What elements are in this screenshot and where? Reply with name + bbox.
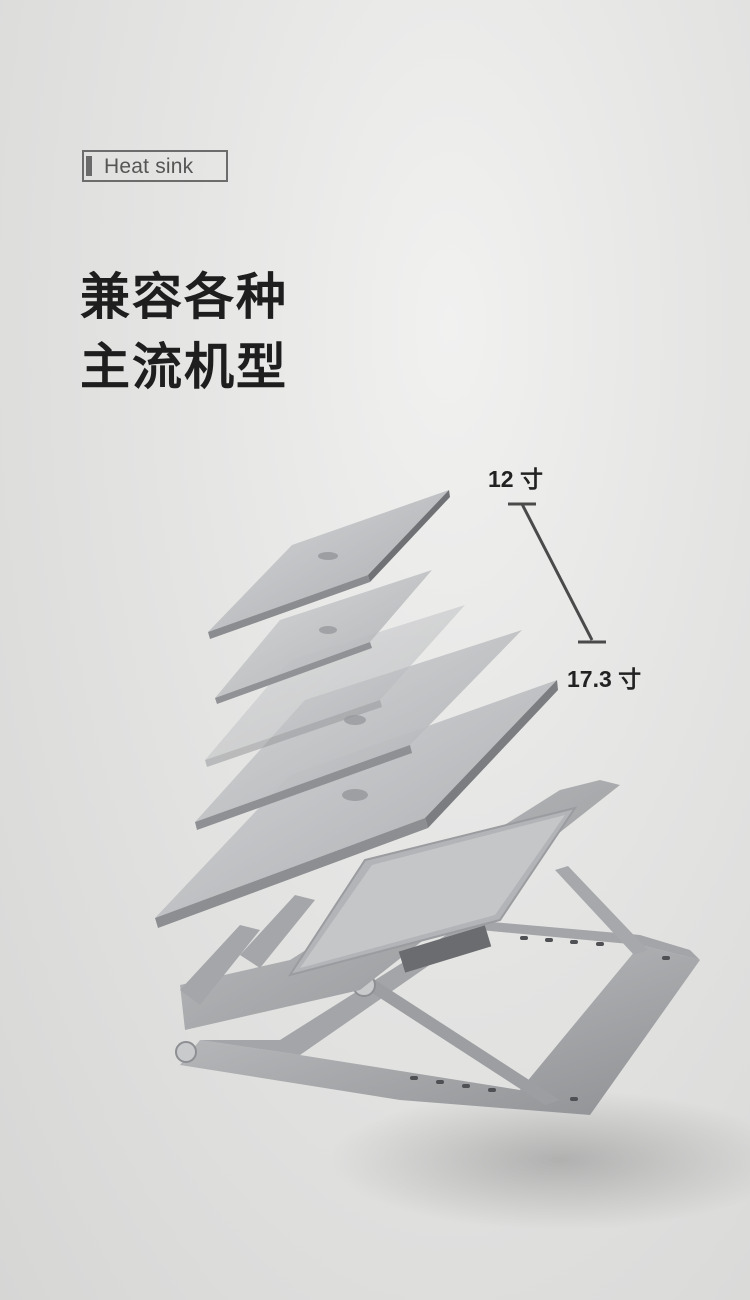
stand-base <box>180 920 700 1115</box>
size-max-label: 17.3 寸 <box>567 666 642 692</box>
badge-bar <box>86 156 92 176</box>
laptop-2 <box>215 570 432 704</box>
headline-line-1: 兼容各种 <box>80 268 288 326</box>
size-range-indicator <box>508 502 606 644</box>
laptop-1 <box>208 490 450 639</box>
laptop-3 <box>205 605 465 767</box>
floor-shadow <box>330 1090 750 1230</box>
heat-sink-badge: Heat sink <box>82 150 228 182</box>
headline-line-2: 主流机型 <box>80 338 288 396</box>
laptop-4 <box>195 630 522 830</box>
stand-tray <box>180 780 620 1030</box>
badge-label: Heat sink <box>104 155 194 178</box>
laptop-5 <box>155 680 558 928</box>
size-min-label: 12 寸 <box>488 466 543 492</box>
laptop-stack <box>155 490 558 928</box>
